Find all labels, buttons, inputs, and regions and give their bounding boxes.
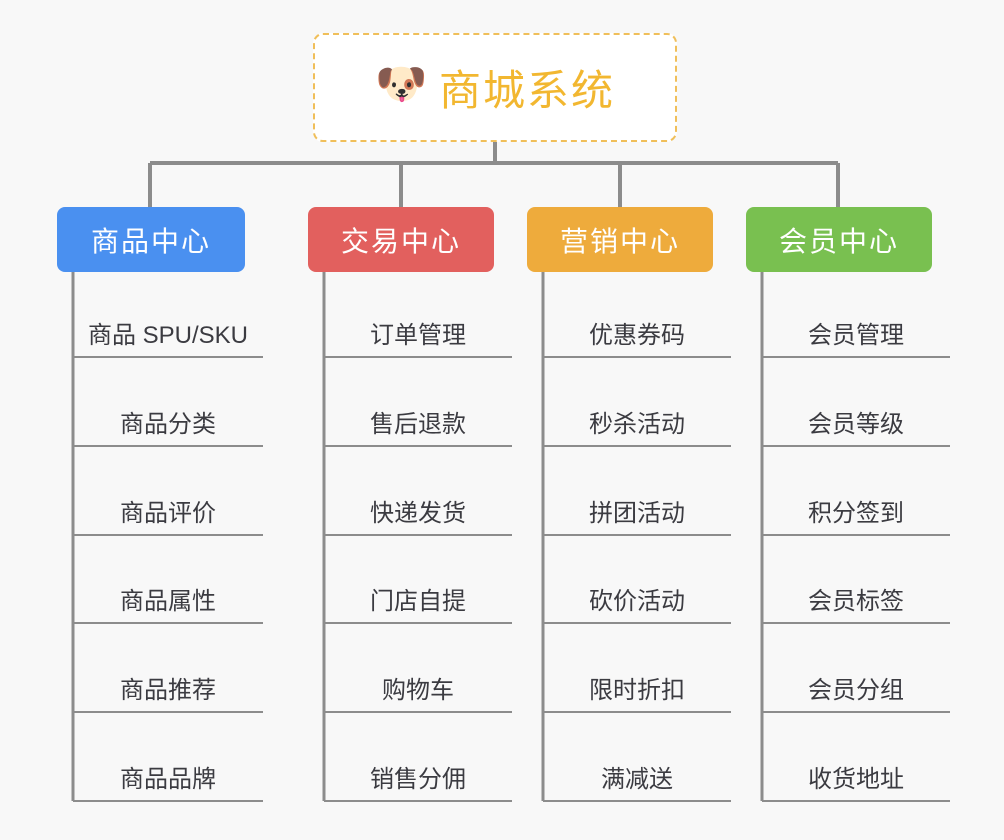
branch-header-product[interactable]: 商品中心 xyxy=(57,207,245,272)
leaf-item[interactable]: 拼团活动 xyxy=(589,499,685,527)
leaf-item[interactable]: 购物车 xyxy=(382,677,454,705)
leaf-underline xyxy=(73,622,263,625)
leaf-underline xyxy=(543,356,731,358)
branch-column-trade: 交易中心 订单管理 售后退款 快递发货 门店自提 购物车 销售分佣 xyxy=(308,207,512,802)
root-title: 商城系统 xyxy=(438,67,615,114)
leaf-underline xyxy=(73,800,263,802)
branch-header-marketing[interactable]: 营销中心 xyxy=(527,207,713,272)
branch-header-label: 商品中心 xyxy=(90,225,211,257)
leaf-underline xyxy=(324,622,512,625)
leaf-item[interactable]: 收货地址 xyxy=(808,766,904,793)
leaf-item[interactable]: 会员分组 xyxy=(808,677,904,705)
leaf-underline xyxy=(543,622,731,625)
leaf-underline xyxy=(73,711,263,714)
leaf-item[interactable]: 销售分佣 xyxy=(370,766,466,793)
leaf-item[interactable]: 售后退款 xyxy=(370,410,466,438)
branch-header-member[interactable]: 会员中心 xyxy=(746,207,932,272)
leaf-item[interactable]: 商品推荐 xyxy=(120,677,216,705)
leaf-underline xyxy=(324,533,512,536)
root-node[interactable]: 🐶 商城系统 xyxy=(313,33,677,142)
leaf-item[interactable]: 会员标签 xyxy=(808,588,904,616)
leaf-item[interactable]: 商品 SPU/SKU xyxy=(87,322,249,349)
leaf-item[interactable]: 商品属性 xyxy=(120,588,216,616)
branch-header-label: 交易中心 xyxy=(340,225,461,257)
leaf-underline xyxy=(324,711,512,714)
branch-header-label: 会员中心 xyxy=(778,225,899,257)
leaf-underline xyxy=(543,533,731,536)
branch-header-label: 营销中心 xyxy=(559,225,680,257)
leaf-underline xyxy=(762,711,950,714)
leaf-item[interactable]: 商品品牌 xyxy=(120,766,216,793)
leaf-underline xyxy=(324,800,512,802)
leaf-underline xyxy=(73,533,263,536)
leaf-underline xyxy=(762,533,950,536)
leaf-item[interactable]: 砍价活动 xyxy=(589,588,685,616)
branch-column-product: 商品中心 商品 SPU/SKU 商品分类 商品评价 商品属性 商品推荐 商品品牌 xyxy=(57,207,263,802)
leaf-underline xyxy=(762,800,950,802)
leaf-underline xyxy=(324,444,512,447)
shiba-dog-emoji-icon: 🐶 xyxy=(374,59,428,107)
leaf-item[interactable]: 会员管理 xyxy=(808,322,904,349)
leaf-underline xyxy=(73,356,263,358)
branch-column-member: 会员中心 会员管理 会员等级 积分签到 会员标签 会员分组 收货地址 xyxy=(746,207,950,802)
branch-header-trade[interactable]: 交易中心 xyxy=(308,207,494,272)
leaf-item[interactable]: 订单管理 xyxy=(370,322,466,349)
leaf-item[interactable]: 快递发货 xyxy=(370,499,466,527)
leaf-item[interactable]: 秒杀活动 xyxy=(589,410,685,438)
leaf-underline xyxy=(543,711,731,714)
leaf-item[interactable]: 会员等级 xyxy=(808,410,904,438)
leaf-item[interactable]: 门店自提 xyxy=(370,588,466,616)
leaf-item[interactable]: 满减送 xyxy=(601,766,673,793)
leaf-underline xyxy=(73,444,263,447)
leaf-item[interactable]: 商品分类 xyxy=(120,410,216,438)
leaf-item[interactable]: 商品评价 xyxy=(120,499,216,527)
leaf-underline xyxy=(762,622,950,625)
leaf-underline xyxy=(762,444,950,447)
leaf-underline xyxy=(543,444,731,447)
leaf-item[interactable]: 限时折扣 xyxy=(589,677,685,705)
leaf-underline xyxy=(324,356,512,358)
leaf-underline xyxy=(762,356,950,358)
branch-column-marketing: 营销中心 优惠券码 秒杀活动 拼团活动 砍价活动 限时折扣 满减送 xyxy=(527,207,731,802)
leaf-item[interactable]: 优惠券码 xyxy=(589,322,685,349)
leaf-underline xyxy=(543,800,731,802)
leaf-item[interactable]: 积分签到 xyxy=(808,499,904,527)
